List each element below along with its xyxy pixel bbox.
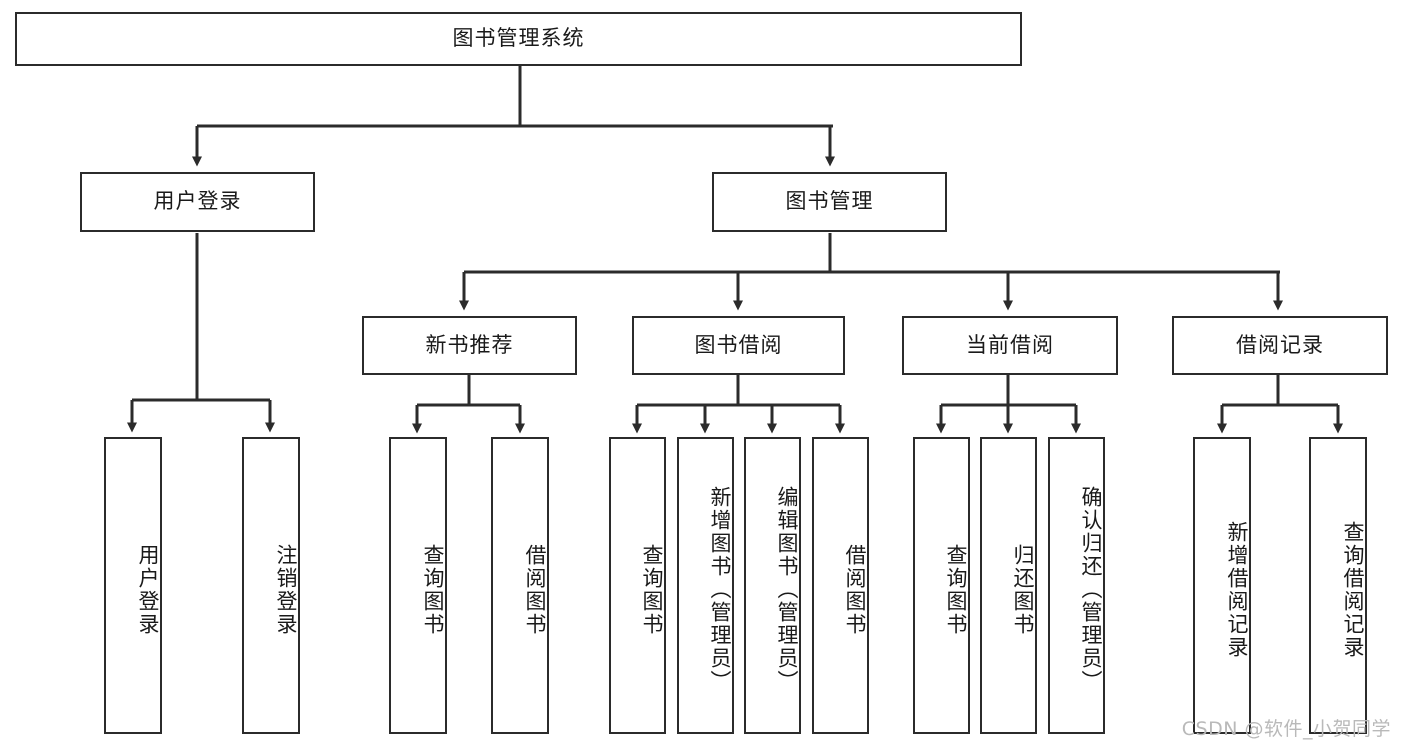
leaf-book-borrow-query[interactable]: 查询图书	[609, 437, 666, 734]
leaf-borrow-record-add[interactable]: 新增借阅记录	[1193, 437, 1251, 734]
node-book-borrow[interactable]: 图书借阅	[632, 316, 845, 375]
node-borrow-record[interactable]: 借阅记录	[1172, 316, 1388, 375]
node-book-management[interactable]: 图书管理	[712, 172, 947, 232]
node-root-system[interactable]: 图书管理系统	[15, 12, 1022, 66]
leaf-book-borrow-add-admin[interactable]: 新增图书（管理员）	[677, 437, 734, 734]
leaf-current-borrow-return[interactable]: 归还图书	[980, 437, 1037, 734]
leaf-current-borrow-query[interactable]: 查询图书	[913, 437, 970, 734]
leaf-user-login-logout[interactable]: 注销登录	[242, 437, 300, 734]
csdn-watermark: CSDN @软件_小贺同学	[1181, 718, 1391, 740]
leaf-current-borrow-confirm-admin[interactable]: 确认归还（管理员）	[1048, 437, 1105, 734]
node-new-book-recommend[interactable]: 新书推荐	[362, 316, 577, 375]
leaf-borrow-record-query[interactable]: 查询借阅记录	[1309, 437, 1367, 734]
leaf-book-borrow-edit-admin[interactable]: 编辑图书（管理员）	[744, 437, 801, 734]
node-user-login[interactable]: 用户登录	[80, 172, 315, 232]
leaf-user-login-login[interactable]: 用户登录	[104, 437, 162, 734]
leaf-new-book-borrow[interactable]: 借阅图书	[491, 437, 549, 734]
leaf-new-book-query[interactable]: 查询图书	[389, 437, 447, 734]
leaf-book-borrow-borrow[interactable]: 借阅图书	[812, 437, 869, 734]
node-current-borrow[interactable]: 当前借阅	[902, 316, 1118, 375]
